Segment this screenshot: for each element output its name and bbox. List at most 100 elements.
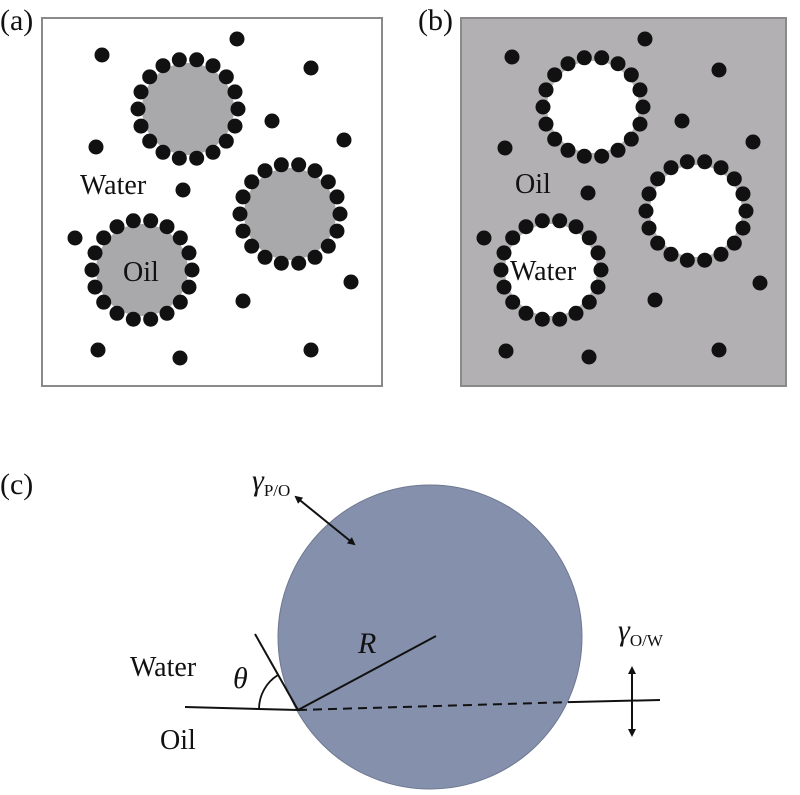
interface-particle: [172, 294, 188, 310]
interface-particle: [189, 150, 205, 166]
interface-particle: [547, 67, 563, 83]
interface-particle: [133, 84, 149, 100]
interface-particle: [109, 219, 125, 235]
radius-label: R: [357, 627, 376, 660]
free-particle: [303, 60, 319, 76]
interface-particle: [307, 249, 323, 265]
contact-angle-arc: [258, 674, 279, 710]
interface-particle: [329, 223, 345, 239]
interface-particle: [623, 67, 639, 83]
free-particle: [580, 185, 596, 201]
interface-particle: [679, 252, 695, 268]
droplet-core: [547, 61, 639, 153]
interface-particle: [181, 279, 197, 295]
interface-particle: [534, 213, 550, 229]
interface-particle: [590, 245, 606, 261]
interface-particle: [291, 255, 307, 271]
interface-particle: [244, 174, 260, 190]
interface-particle: [205, 144, 221, 160]
interface-particle: [697, 252, 713, 268]
interface-particle: [538, 82, 554, 98]
interface-particle: [493, 262, 509, 278]
panel-b-free-particles: [476, 31, 768, 365]
panel-b-label: (b): [418, 4, 453, 37]
interface-particle: [738, 203, 754, 219]
interface-particle: [735, 220, 751, 236]
interface-particle: [576, 148, 592, 164]
free-particle: [303, 342, 319, 358]
interface-particle: [143, 311, 159, 327]
interface-particle: [235, 223, 251, 239]
interface-particle: [581, 294, 597, 310]
interface-particle: [726, 235, 742, 251]
interface-particle: [697, 154, 713, 170]
panel-a: (a) Water Oil: [0, 4, 383, 387]
free-particle: [264, 113, 280, 129]
panel-b: (b) Oil Water: [418, 4, 787, 387]
interface-particle: [538, 116, 554, 132]
interface-particle: [155, 58, 171, 74]
panel-a-label: (a): [0, 4, 33, 37]
interface-particle: [133, 118, 149, 134]
panel-b-droplets: [493, 50, 754, 327]
droplet-core: [650, 165, 742, 257]
interface-particle: [547, 131, 563, 147]
tangent-line: [254, 633, 299, 711]
interface-particle: [143, 213, 159, 229]
interface-particle: [109, 305, 125, 321]
interface-particle: [576, 50, 592, 66]
droplet-core: [96, 224, 188, 316]
panel-a-continuous-label: Water: [80, 170, 147, 201]
interface-particle: [641, 220, 657, 236]
free-particle: [67, 230, 83, 246]
interface-particle: [125, 311, 141, 327]
interface-particle: [552, 311, 568, 327]
interface-particle: [650, 171, 666, 187]
interface-particle: [505, 230, 521, 246]
interface-particle: [332, 206, 348, 222]
interface-particle: [590, 279, 606, 295]
interface-particle: [320, 174, 336, 190]
interface-particle: [87, 245, 103, 261]
water-phase-label: Water: [130, 652, 197, 683]
interface-particle: [496, 279, 512, 295]
panel-c: (c) R θ Water Oil γP/O γO/W: [0, 464, 664, 790]
interface-particle: [96, 230, 112, 246]
panel-b-droplet-label: Water: [510, 256, 577, 287]
interface-particle: [534, 311, 550, 327]
free-particle: [90, 342, 106, 358]
free-particle: [711, 342, 727, 358]
interface-particle: [650, 235, 666, 251]
large-particle: [277, 484, 583, 790]
free-particle: [498, 343, 514, 359]
free-particle: [229, 31, 245, 47]
free-particle: [647, 292, 663, 308]
panel-a-droplets: [84, 52, 348, 327]
interface-particle: [552, 213, 568, 229]
gamma-ow-label: γO/W: [618, 614, 664, 650]
interface-particle: [560, 56, 576, 72]
interface-particle: [227, 84, 243, 100]
interface-particle: [171, 52, 187, 68]
interface-particle: [84, 262, 100, 278]
interface-particle: [232, 206, 248, 222]
interface-particle: [518, 219, 534, 235]
interface-particle: [189, 52, 205, 68]
interface-particle: [632, 116, 648, 132]
interface-particle: [635, 99, 651, 115]
interface-particle: [679, 154, 695, 170]
gamma-po-arrow: [294, 495, 356, 546]
interface-particle: [568, 219, 584, 235]
interface-particle: [663, 160, 679, 176]
free-particle: [497, 140, 513, 156]
free-particle: [752, 275, 768, 291]
interface-particle: [155, 144, 171, 160]
interface-particle: [329, 189, 345, 205]
interface-particle: [638, 203, 654, 219]
free-particle: [336, 132, 352, 148]
interface-particle: [257, 249, 273, 265]
interface-particle: [581, 230, 597, 246]
interface-particle: [218, 69, 234, 85]
interface-particle: [125, 213, 141, 229]
droplet-core: [505, 224, 597, 316]
